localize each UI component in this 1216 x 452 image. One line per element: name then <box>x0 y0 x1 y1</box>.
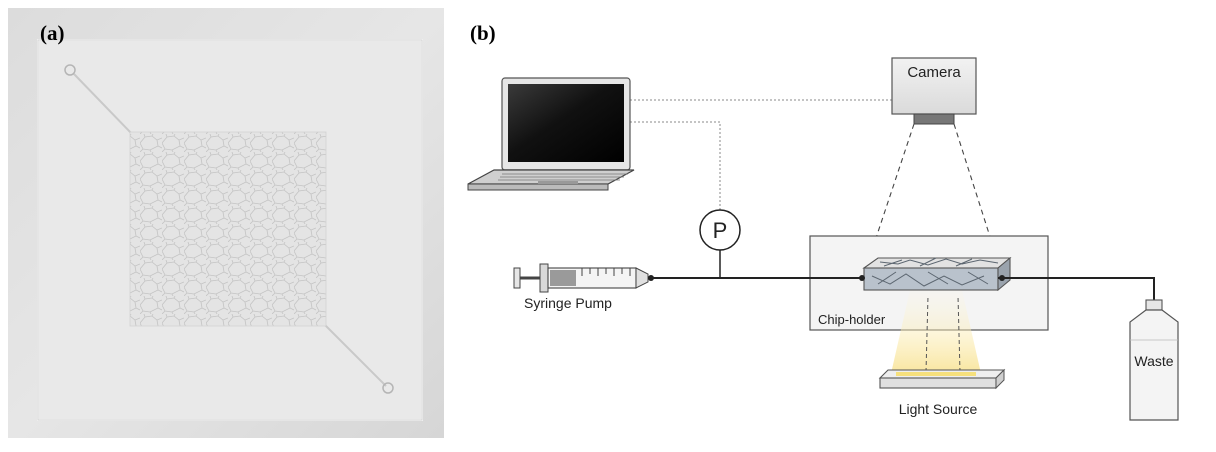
pressure-label: P <box>713 218 728 243</box>
outlet-tubing <box>998 277 1155 300</box>
camera-icon <box>891 57 977 125</box>
laptop-pressure-signal-line <box>630 121 721 210</box>
syringe-pump-icon <box>513 263 654 293</box>
chip-photo <box>8 8 444 438</box>
pressure-gauge-icon <box>699 209 741 251</box>
camera-label: Camera <box>907 64 961 81</box>
laptop-icon <box>467 77 635 191</box>
light-rays <box>925 295 961 373</box>
light-source-icon <box>878 368 1006 390</box>
outlet-port <box>382 382 394 394</box>
waste-label: Waste <box>1134 353 1173 369</box>
light-beam <box>890 290 982 378</box>
setup-diagram-svg: Camera Chip-holder Light Source <box>467 57 1179 421</box>
setup-diagram: Camera Chip-holder Light Source <box>458 0 1216 447</box>
chip-photo-svg <box>8 8 444 438</box>
chip-holder-label: Chip-holder <box>818 312 886 327</box>
chip-icon <box>862 256 1012 292</box>
outlet-channel <box>323 323 387 387</box>
panel-label-b: (b) <box>470 21 496 45</box>
inlet-channel <box>73 73 133 135</box>
inlet-port <box>64 64 76 76</box>
light-source-label: Light Source <box>899 401 978 417</box>
porous-network <box>130 132 326 326</box>
panel-label-a: (a) <box>40 21 65 45</box>
syringe-label: Syringe Pump <box>524 295 612 311</box>
waste-bottle-icon <box>1129 299 1179 421</box>
